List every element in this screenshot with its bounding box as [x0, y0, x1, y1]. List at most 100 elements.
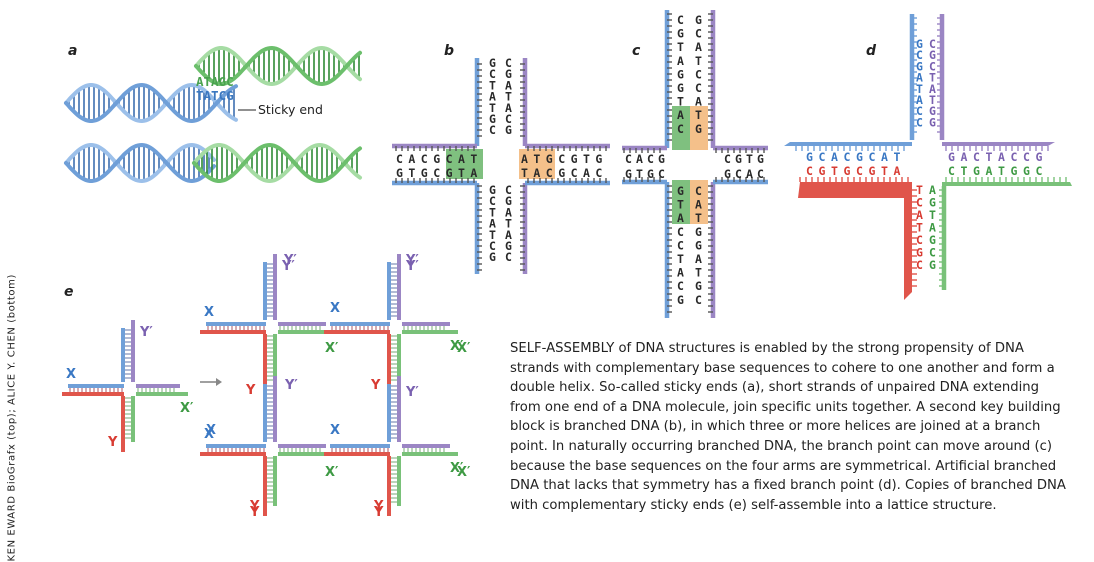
seq-b-right-bottom: A [583, 166, 590, 180]
seq-b-down-right: C [505, 183, 512, 197]
seq-b-right-bottom: T [521, 166, 528, 180]
helix-green-top [194, 45, 362, 87]
seq-c-up-left: T [677, 40, 684, 54]
helix-green-bottom [192, 142, 362, 184]
seq-b-down-left: T [489, 205, 496, 219]
seq-c-down-left: A [677, 211, 684, 225]
strand-right-top [136, 384, 180, 388]
seq-d-left-top: A [881, 150, 888, 164]
seq-d-left-bottom: G [819, 164, 826, 178]
seq-b-right-bottom: C [571, 166, 578, 180]
seq-d-left-bottom: T [831, 164, 838, 178]
seq-b-down-left: C [489, 239, 496, 253]
seq-c-left-bottom: G [625, 167, 632, 181]
seq-d-right-bottom: G [973, 164, 980, 178]
seq-c-up-right: C [695, 67, 702, 81]
seq-c-left-top: G [658, 152, 665, 166]
sticky-label-y: Y [245, 383, 256, 398]
strand-right-bottom [402, 452, 458, 456]
seq-d-up-left: A [916, 93, 923, 107]
strand-up-left [263, 384, 267, 442]
seq-d-down-left: C [916, 196, 923, 210]
seq-d-down-right: A [929, 221, 936, 235]
seq-b-down-left: A [489, 217, 496, 231]
backbone-strand [64, 142, 216, 184]
seq-b-down-left: C [489, 194, 496, 208]
seq-d-left-bottom: T [881, 164, 888, 178]
strand-right-bottom [278, 452, 334, 456]
seq-d-up-right: G [929, 104, 936, 118]
seq-d-right-top: A [961, 150, 968, 164]
seq-b-down-right: A [505, 228, 512, 242]
backbone-strand [64, 142, 216, 184]
sticky-label-x: X [206, 423, 216, 438]
seq-c-down-left: G [677, 184, 684, 198]
seq-d-down-right: T [929, 208, 936, 222]
seq-d-up-left: C [916, 115, 923, 129]
seq-c-down-left: G [677, 293, 684, 307]
seq-d-left-top: T [894, 150, 901, 164]
caption-lead: SELF-ASSEMBLY [510, 341, 615, 356]
seq-d-right-top: A [998, 150, 1005, 164]
backbone-strand [194, 45, 362, 87]
strand-up-right [131, 320, 135, 382]
seq-b-up-left: G [489, 56, 496, 70]
seq-c-down-right: T [695, 211, 702, 225]
seq-d-left-bottom: A [894, 164, 901, 178]
seq-c-down-right: G [695, 238, 702, 252]
seq-b-down-right: C [505, 250, 512, 264]
seq-c-down-left: A [677, 266, 684, 280]
seq-b-down-left: G [489, 183, 496, 197]
seq-b-up-right: A [505, 78, 512, 92]
seq-b-right-bottom: C [546, 166, 553, 180]
seq-c-right-bottom: C [757, 167, 764, 181]
highlight-down-left [672, 180, 690, 224]
arm-down-left [904, 182, 912, 300]
seq-d-up-right: T [929, 93, 936, 107]
strand-down-right [273, 334, 277, 384]
seq-d-left-bottom: G [844, 164, 851, 178]
seq-d-right-top: G [1036, 150, 1043, 164]
seq-b-left-bottom: G [396, 166, 403, 180]
sticky-label-x-prime: X′ [450, 339, 464, 354]
tile-lattice-1: XY′ [200, 254, 334, 394]
seq-c-right-top: T [746, 152, 753, 166]
seq-d-down-left: C [916, 258, 923, 272]
seq-c-right-bottom: A [746, 167, 753, 181]
seq-d-left-top: A [831, 150, 838, 164]
helix-blue-top [64, 82, 238, 124]
seq-d-left-bottom: G [869, 164, 876, 178]
seq-c-down-right: G [695, 225, 702, 239]
seq-d-right-top: G [948, 150, 955, 164]
seq-b-left-top: G [433, 152, 440, 166]
sticky-end-callout: Sticky end [258, 102, 323, 117]
seq-b-right-top: G [595, 152, 602, 166]
seq-b-down-right: G [505, 194, 512, 208]
seq-b-right-top: G [571, 152, 578, 166]
seq-c-left-bottom: C [658, 167, 665, 181]
seq-d-up-right: C [929, 59, 936, 73]
strand-up-right [397, 376, 401, 442]
seq-b-right-top: C [558, 152, 565, 166]
sticky-label-y: Y [107, 435, 118, 450]
strand-right-top [402, 322, 450, 326]
tile-lattice-2: X′Y′ [324, 254, 464, 394]
highlight-left [446, 149, 483, 179]
seq-c-up-right: A [695, 95, 702, 109]
sticky-label-y: Y [249, 499, 260, 514]
strand-right-top [278, 444, 326, 448]
sticky-label-x-prime: X′ [450, 461, 464, 476]
sticky-label-y-prime: Y′ [405, 385, 419, 400]
panel-label-d: d [866, 43, 877, 59]
seq-b-left-bottom: A [470, 166, 477, 180]
strand-up-left [263, 262, 267, 320]
seq-d-right-bottom: G [1023, 164, 1030, 178]
panel-label-a: a [68, 43, 77, 59]
tile-lattice-3: XY [200, 376, 334, 516]
seq-d-up-left: G [916, 37, 923, 51]
seq-d-down-left: C [916, 233, 923, 247]
seq-c-down-left: C [677, 279, 684, 293]
seq-c-up-left: T [677, 95, 684, 109]
strand-up-right [397, 254, 401, 320]
